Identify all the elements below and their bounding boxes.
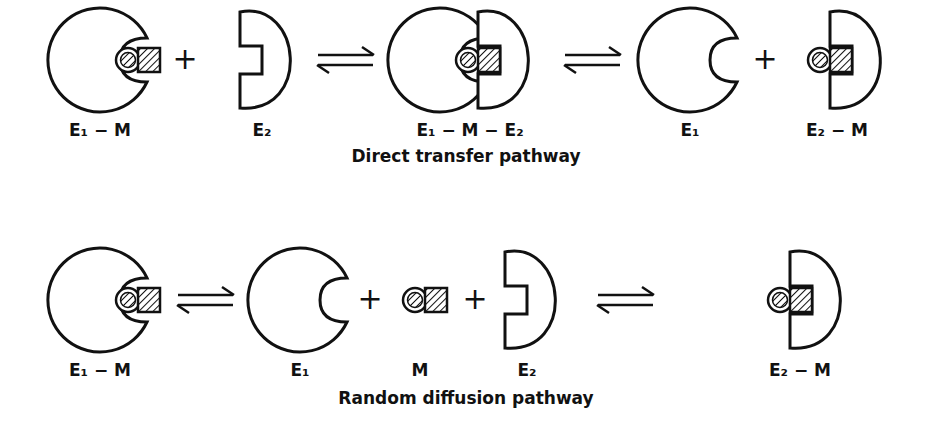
species-label: E₂ [517, 360, 536, 380]
species-label: E₂ [252, 120, 271, 140]
species-label: E₂ − M [806, 120, 868, 140]
plus-sign: + [462, 282, 487, 316]
species-label: E₁ [680, 120, 699, 140]
species-label: E₁ [290, 360, 309, 380]
plus-sign: + [357, 282, 382, 316]
species-label: E₁ − M − E₂ [416, 120, 523, 140]
species-label: E₂ − M [769, 360, 831, 380]
plus-sign: + [752, 42, 777, 76]
species-label: E₁ − M [69, 120, 131, 140]
species-label: E₁ − M [69, 360, 131, 380]
species-label: M [412, 360, 429, 380]
plus-sign: + [172, 42, 197, 76]
pathway-caption: Direct transfer pathway [351, 146, 580, 166]
pathway-caption: Random diffusion pathway [338, 388, 593, 408]
